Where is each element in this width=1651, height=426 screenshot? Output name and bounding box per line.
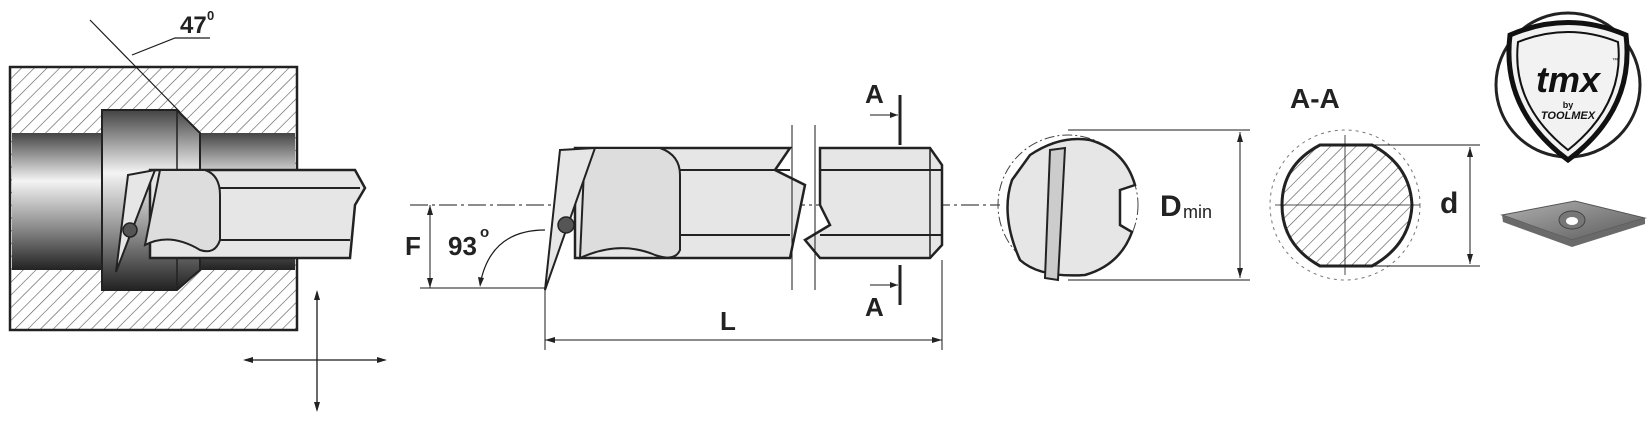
dimension-l-label: L [720, 306, 736, 336]
logo-company: TOOLMEX [1541, 110, 1596, 122]
section-mark-bottom: A [865, 292, 884, 322]
screw-icon [557, 216, 575, 234]
angle-47-degree: 0 [207, 8, 214, 23]
boring-bar-left [115, 168, 367, 273]
workpiece-section-view: 47 0 [8, 8, 387, 412]
logo-by: by [1563, 100, 1574, 110]
dmin-subscript: min [1183, 202, 1212, 222]
angle-47-label: 47 [180, 12, 207, 39]
end-view: D min [997, 129, 1250, 282]
angle-93-label: 93 [448, 231, 477, 261]
feed-direction-arrows [243, 290, 387, 412]
boring-bar-side-view: F 93 o L A A [405, 79, 1000, 350]
screw-icon [122, 222, 138, 238]
logo-tm: ™ [1612, 57, 1618, 64]
logo-brand: tmx [1536, 59, 1602, 100]
dmin-label: D [1160, 190, 1182, 223]
section-a-a: A-A d [1269, 83, 1480, 281]
carbide-insert-image [1500, 200, 1647, 247]
section-title: A-A [1290, 83, 1340, 114]
angle-93-degree: o [480, 224, 489, 241]
toolmex-logo: tmx by TOOLMEX ™ [1494, 11, 1642, 164]
section-mark-top: A [865, 79, 884, 109]
dimension-d-label: d [1440, 187, 1458, 220]
dimension-f-label: F [405, 231, 421, 261]
